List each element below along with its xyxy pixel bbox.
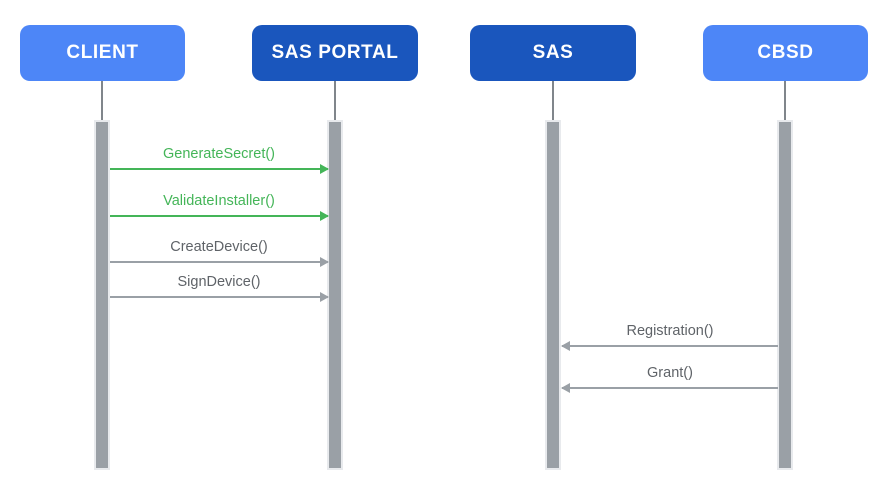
participant-label-cbsd: CBSD bbox=[757, 42, 814, 63]
participant-box-cbsd[interactable]: CBSD bbox=[703, 25, 868, 81]
lifeline-cbsd bbox=[784, 81, 786, 120]
message-line bbox=[110, 261, 328, 263]
message-label: Grant() bbox=[647, 365, 693, 381]
activation-bar-sas bbox=[545, 120, 561, 470]
arrowhead-right-icon bbox=[320, 163, 329, 174]
lifeline-client bbox=[101, 81, 103, 120]
activation-bar-client bbox=[94, 120, 110, 470]
arrowhead-left-icon bbox=[561, 340, 570, 351]
message-line bbox=[110, 215, 328, 217]
lifeline-sas-portal bbox=[334, 81, 336, 120]
message-line bbox=[110, 296, 328, 298]
message-label: CreateDevice() bbox=[170, 239, 268, 255]
activation-bar-sas-portal bbox=[327, 120, 343, 470]
arrowhead-right-icon bbox=[320, 291, 329, 302]
participant-label-client: CLIENT bbox=[66, 42, 139, 63]
participant-box-client[interactable]: CLIENT bbox=[20, 25, 185, 81]
participant-label-sas: SAS bbox=[532, 42, 574, 63]
message-line bbox=[562, 345, 778, 347]
arrowhead-left-icon bbox=[561, 382, 570, 393]
message-label: Registration() bbox=[626, 323, 714, 339]
participant-box-sas[interactable]: SAS bbox=[470, 25, 636, 81]
message-label: GenerateSecret() bbox=[162, 146, 276, 162]
arrowhead-right-icon bbox=[320, 210, 329, 221]
participant-box-sas-portal[interactable]: SAS PORTAL bbox=[252, 25, 418, 81]
message-line bbox=[110, 168, 328, 170]
message-label: SignDevice() bbox=[177, 274, 261, 290]
activation-bar-cbsd bbox=[777, 120, 793, 470]
participant-label-sas-portal: SAS PORTAL bbox=[271, 42, 399, 63]
arrowhead-right-icon bbox=[320, 256, 329, 267]
lifeline-sas bbox=[552, 81, 554, 120]
message-label: ValidateInstaller() bbox=[163, 193, 275, 209]
message-line bbox=[562, 387, 778, 389]
